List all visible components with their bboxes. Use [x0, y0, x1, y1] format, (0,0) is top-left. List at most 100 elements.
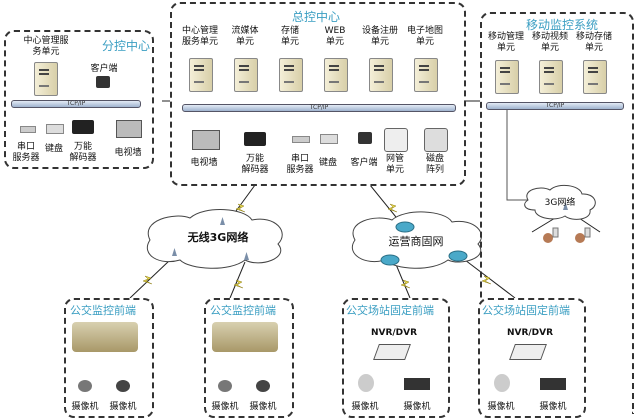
server-label: 中心管理 服务单元 [181, 26, 218, 47]
nvr-dvr-icon [509, 344, 547, 360]
server-icon [234, 58, 258, 92]
link-line [369, 184, 401, 223]
station-frontend-box: 公交场站固定前端 NVR/DVR 摄像机 摄像机 [478, 298, 586, 418]
server-icon [324, 58, 348, 92]
bus-label: TCP/IP [545, 102, 565, 109]
user-icon [543, 233, 553, 243]
router-icon [448, 250, 468, 262]
phone-icon [552, 227, 559, 238]
camera-label: 摄像机 [487, 402, 515, 412]
operator-network-label: 运营商固网 [388, 235, 444, 248]
device-label: 串口 服务器 [12, 142, 40, 163]
dome-camera-icon [358, 374, 374, 392]
decoder-icon [72, 120, 94, 134]
station-frontend-box: 公交场站固定前端 NVR/DVR 摄像机 摄像机 [342, 298, 450, 418]
frontend-title: 公交监控前端 [210, 304, 276, 317]
router-icon [380, 254, 400, 266]
mobile-3g-cloud [524, 184, 596, 220]
tv-wall-icon [192, 130, 220, 150]
link-line [464, 259, 516, 299]
keyboard-icon [320, 134, 338, 144]
bus-label: TCP/IP [309, 104, 329, 111]
device-label: 键盘 [44, 144, 63, 154]
device-label: 网管 单元 [385, 154, 404, 175]
server-icon [279, 58, 303, 92]
serial-server-icon [20, 126, 36, 133]
server-icon [495, 60, 519, 94]
bus-icon [212, 322, 278, 352]
wireless-icon [481, 275, 492, 285]
link-line [506, 110, 528, 201]
server-icon [189, 58, 213, 92]
device-label: 万能 解码器 [241, 154, 269, 175]
box-camera-icon [404, 378, 430, 390]
frontend-title: 公交监控前端 [70, 304, 136, 317]
decoder-icon [244, 132, 266, 146]
network-management-icon [384, 128, 408, 152]
dome-camera-icon [78, 380, 92, 392]
wireless-icon [387, 203, 398, 213]
disk-array-icon [424, 128, 448, 152]
wireless-3g-network-label: 无线3G网络 [187, 231, 249, 244]
server-label: 移动管理 单元 [487, 32, 524, 53]
serial-server-icon [292, 136, 310, 143]
mobile-system-box: 移动监控系统 移动管理 单元移动视频 单元移动存储 单元 TCP/IP [480, 12, 634, 414]
box-camera-icon [540, 378, 566, 390]
nvr-dvr-label: NVR/DVR [506, 328, 554, 338]
frontend-title: 公交场站固定前端 [346, 304, 434, 317]
device-label: 客户端 [350, 158, 378, 168]
server-icon [34, 62, 58, 96]
wireless-icon [235, 203, 246, 213]
mobile-3g-network-label: 3G网络 [544, 198, 576, 208]
camera-label: 摄像机 [403, 402, 431, 412]
camera-label: 摄像机 [351, 402, 379, 412]
device-label: 磁盘 阵列 [425, 154, 444, 175]
client-pc-icon [96, 76, 110, 88]
wireless-icon [233, 279, 244, 289]
server-label: 设备注册 单元 [361, 26, 398, 47]
device-label: 客户端 [90, 64, 118, 74]
phone-icon [584, 227, 591, 238]
router-icon [395, 221, 415, 233]
link-line [129, 259, 171, 299]
nvr-dvr-icon [373, 344, 411, 360]
branch-center-box: 分控中心 中心管理服 务单元 客户端 TCP/IP 串口 服务器 键盘 万能 解… [4, 30, 154, 169]
user-icon [575, 233, 585, 243]
camera-label: 摄像机 [71, 402, 99, 412]
tcp-ip-bus: TCP/IP [11, 100, 141, 108]
server-label: 存储 单元 [280, 26, 299, 47]
antenna-icon [220, 217, 225, 225]
frontend-title: 公交场站固定前端 [482, 304, 570, 317]
server-icon [414, 58, 438, 92]
server-label: 移动存储 单元 [575, 32, 612, 53]
server-label: WEB 单元 [324, 26, 346, 47]
device-label: 电视墙 [114, 148, 142, 158]
bus-frontend-box: 公交监控前端 摄像机 摄像机 [64, 298, 154, 418]
server-label: 电子地图 单元 [406, 26, 443, 47]
bus-label: TCP/IP [66, 100, 86, 107]
tcp-ip-bus: TCP/IP [182, 104, 456, 112]
dome-camera-icon [494, 374, 510, 392]
tv-wall-icon [116, 120, 142, 138]
wireless-icon [142, 275, 153, 285]
camera-label: 摄像机 [539, 402, 567, 412]
device-label: 中心管理服 务单元 [23, 36, 69, 57]
camera-label: 摄像机 [249, 402, 277, 412]
antenna-icon [244, 252, 249, 260]
antenna-icon [563, 202, 568, 210]
device-label: 万能 解码器 [69, 142, 97, 163]
bus-icon [72, 322, 138, 352]
tcp-ip-bus: TCP/IP [486, 102, 624, 110]
server-icon [583, 60, 607, 94]
nvr-dvr-label: NVR/DVR [370, 328, 418, 338]
keyboard-icon [46, 124, 64, 134]
dome-camera-icon [116, 380, 130, 392]
wireless-3g-cloud [147, 209, 283, 269]
branch-center-title: 分控中心 [102, 39, 151, 53]
wireless-icon [400, 279, 411, 289]
mobile-system-title: 移动监控系统 [526, 18, 599, 32]
link-line [394, 261, 411, 299]
camera-label: 摄像机 [109, 402, 137, 412]
client-pc-icon [358, 132, 372, 144]
